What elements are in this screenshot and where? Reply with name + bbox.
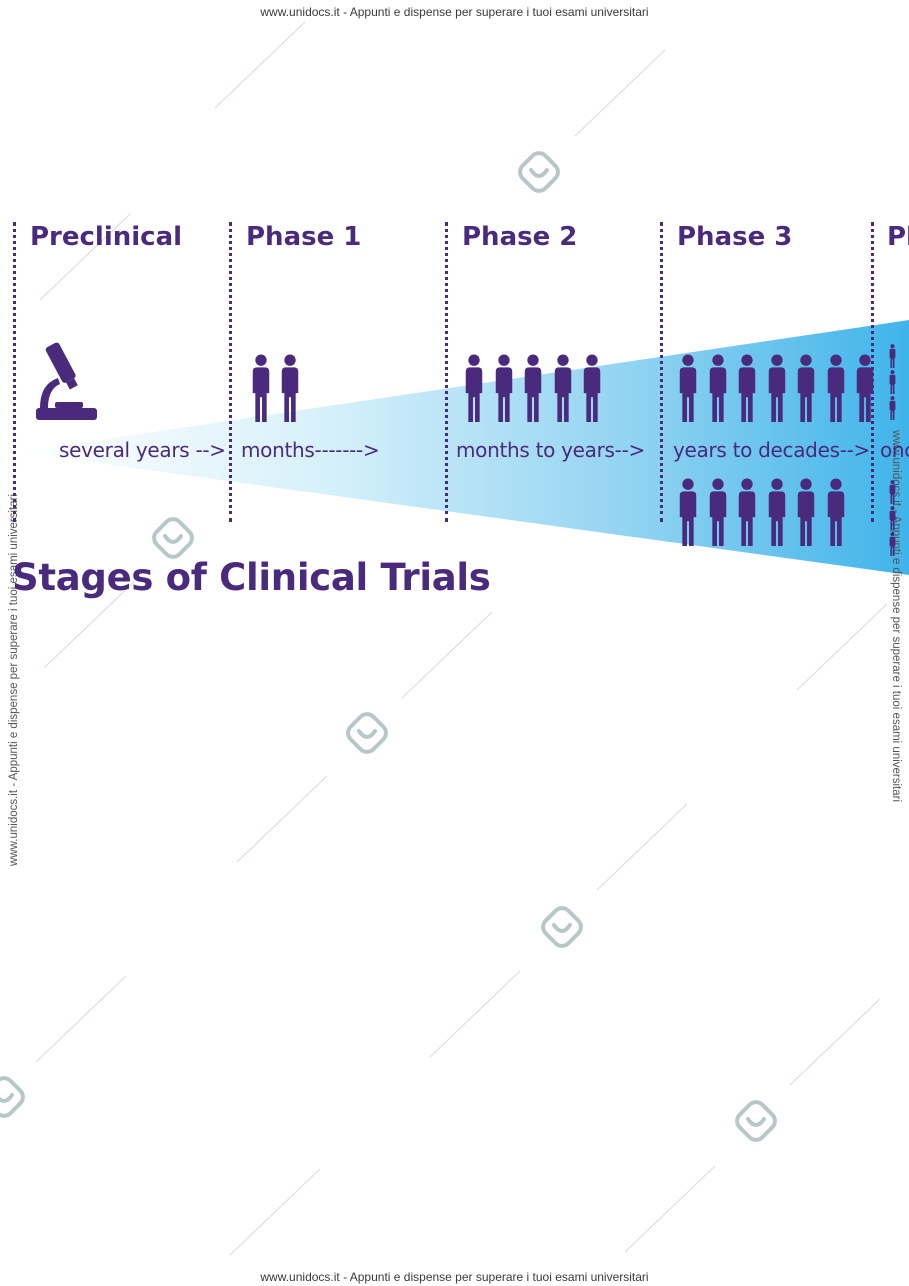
watermark-logo-icons: [0, 151, 777, 1142]
duration-preclinical: several years -->: [59, 438, 226, 462]
duration-phase-3: years to decades-->: [673, 438, 870, 462]
person-icon: [793, 354, 819, 422]
watermark-text-top: www.unidocs.it - Appunti e dispense per …: [260, 5, 649, 19]
stage-title-phase-2: Phase 2: [462, 222, 578, 252]
person-icon: [823, 354, 849, 422]
duration-phase-1: months------->: [241, 438, 380, 462]
person-icon: [793, 478, 819, 546]
person-icon: [579, 354, 605, 422]
person-icon: [491, 354, 517, 422]
person-icon: [675, 354, 701, 422]
person-icon: [675, 478, 701, 546]
watermark-text-bottom: www.unidocs.it - Appunti e dispense per …: [260, 1270, 649, 1284]
person-icon: [705, 478, 731, 546]
stage-divider-phase-2: [445, 222, 448, 522]
person-icon: [705, 354, 731, 422]
person-icon: [887, 506, 898, 530]
person-icon: [887, 480, 898, 504]
person-icon: [734, 478, 760, 546]
stage-title-phase-3: Phase 3: [677, 222, 793, 252]
person-icon: [764, 354, 790, 422]
person-icon: [823, 478, 849, 546]
stage-divider-phase-3: [660, 222, 663, 522]
person-icon: [887, 532, 898, 556]
page-title: Stages of Clinical Trials: [12, 556, 491, 599]
person-icon: [461, 354, 487, 422]
watermark-strokes: [35, 21, 888, 1256]
person-icon: [520, 354, 546, 422]
person-icon: [852, 354, 878, 422]
person-icon: [277, 354, 303, 422]
stage-title-phase-4: Ph: [887, 222, 909, 252]
person-icon: [887, 344, 898, 368]
duration-phase-2: months to years-->: [456, 438, 645, 462]
stage-divider-preclinical: [13, 222, 16, 522]
watermark-text-left: www.unidocs.it - Appunti e dispense per …: [8, 493, 20, 866]
person-icon: [887, 370, 898, 394]
stage-title-preclinical: Preclinical: [30, 222, 183, 252]
stage-divider-phase-1: [229, 222, 232, 522]
person-icon: [248, 354, 274, 422]
person-icon: [887, 396, 898, 420]
microscope-icon: [36, 342, 97, 420]
person-icon: [764, 478, 790, 546]
person-icon: [550, 354, 576, 422]
person-icon: [734, 354, 760, 422]
stage-title-phase-1: Phase 1: [246, 222, 362, 252]
duration-phase-4: onc: [880, 438, 909, 462]
